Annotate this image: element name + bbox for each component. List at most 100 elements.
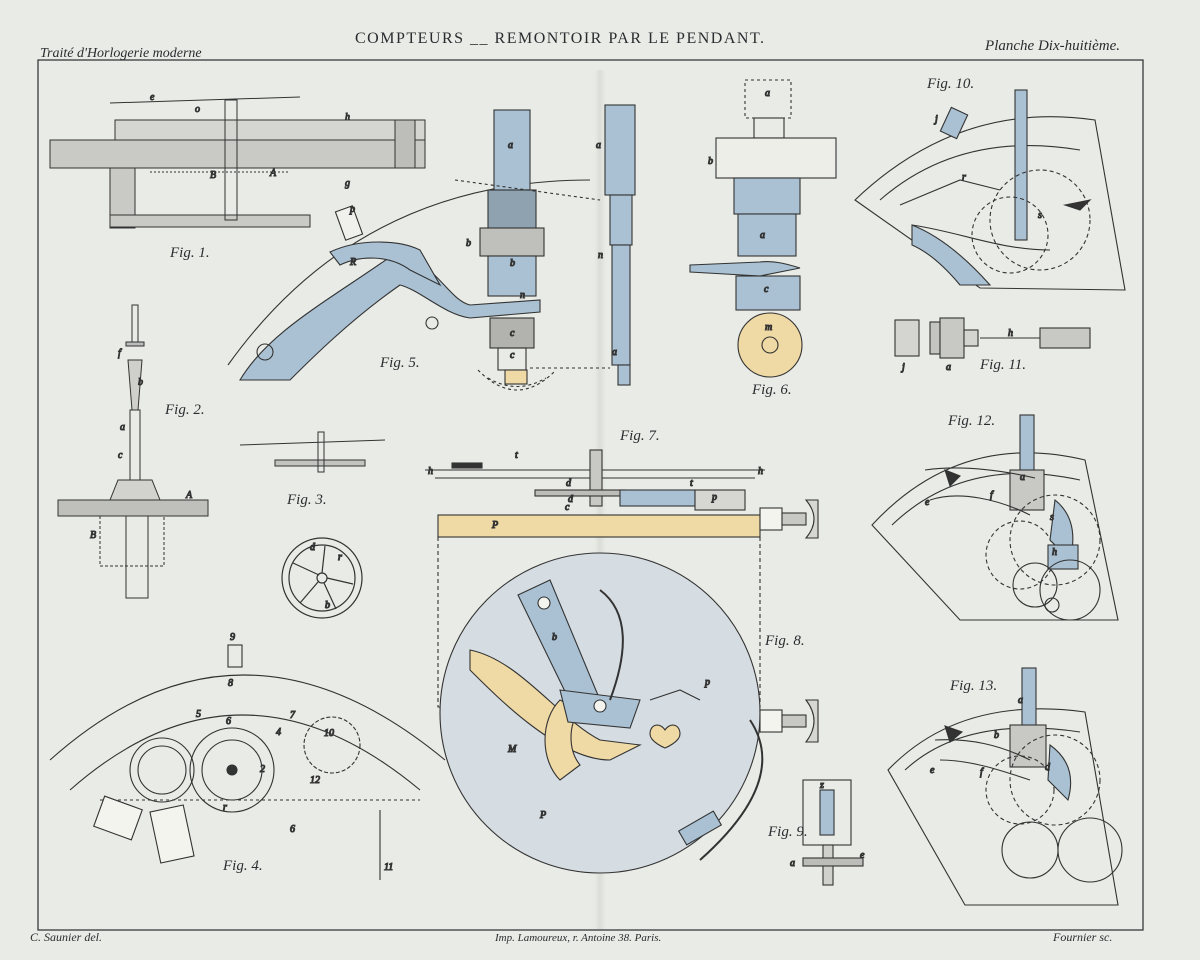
plate-border — [37, 59, 1144, 931]
svg-text:a: a — [1020, 472, 1025, 483]
svg-text:a: a — [508, 140, 513, 151]
fig2-label: Fig. 2. — [165, 402, 205, 418]
svg-text:b: b — [510, 258, 515, 269]
svg-text:d: d — [566, 478, 572, 489]
svg-text:o: o — [195, 104, 200, 115]
fig6-drawing: ab ac m — [689, 79, 837, 378]
svg-text:8: 8 — [228, 678, 233, 689]
svg-text:r: r — [962, 172, 966, 183]
fig5-drawing: ab bn cc Rp — [227, 109, 591, 391]
svg-text:b: b — [466, 238, 471, 249]
svg-text:M: M — [507, 744, 517, 755]
fig10-label: Fig. 10. — [927, 76, 975, 92]
svg-text:e: e — [925, 497, 930, 508]
svg-text:f: f — [118, 348, 122, 359]
svg-text:z: z — [819, 780, 824, 791]
svg-text:h: h — [1052, 547, 1057, 558]
svg-text:p: p — [349, 204, 355, 215]
treatise-title: Traité d'Horlogerie moderne — [40, 46, 202, 61]
svg-text:b: b — [552, 632, 557, 643]
svg-text:s: s — [1050, 512, 1054, 523]
credit-draughtsman: C. Saunier del. — [30, 930, 102, 944]
svg-text:b: b — [994, 730, 999, 741]
fig10-drawing: j r s — [854, 89, 1126, 291]
svg-text:r: r — [338, 552, 342, 563]
svg-text:g: g — [345, 178, 350, 189]
svg-text:c: c — [565, 502, 570, 513]
svg-text:j: j — [900, 362, 905, 373]
svg-text:P: P — [539, 810, 546, 821]
fig7-drawing: ht hd dc tp P — [425, 449, 819, 539]
svg-text:7: 7 — [290, 710, 296, 721]
fig1-drawing: e o hB Ag — [49, 92, 426, 229]
svg-text:c: c — [118, 450, 123, 461]
svg-text:a: a — [612, 347, 617, 358]
svg-text:d: d — [1045, 762, 1051, 773]
svg-text:a: a — [765, 88, 770, 99]
fig1-label: Fig. 1. — [170, 245, 210, 261]
svg-text:9: 9 — [230, 632, 235, 643]
svg-text:b: b — [325, 600, 330, 611]
svg-text:n: n — [598, 250, 603, 261]
fig13-label: Fig. 13. — [950, 678, 998, 694]
fig12-label: Fig. 12. — [948, 413, 996, 429]
svg-text:s: s — [1038, 210, 1042, 221]
svg-text:d: d — [310, 542, 316, 553]
fig4-label: Fig. 4. — [223, 858, 263, 874]
fig3-label: Fig. 3. — [287, 492, 327, 508]
svg-text:c: c — [510, 328, 515, 339]
svg-text:A: A — [269, 168, 277, 179]
svg-text:t: t — [515, 450, 518, 461]
svg-text:e: e — [150, 92, 155, 103]
svg-text:P: P — [491, 520, 498, 531]
svg-text:b: b — [138, 377, 143, 388]
svg-text:A: A — [185, 490, 193, 501]
svg-text:b: b — [708, 156, 713, 167]
svg-text:h: h — [428, 466, 433, 477]
svg-text:6: 6 — [226, 716, 231, 727]
fig13-drawing: a b d e f — [887, 667, 1123, 906]
svg-text:t: t — [690, 478, 693, 489]
svg-text:a: a — [596, 140, 601, 151]
plate-title: COMPTEURS __ REMONTOIR PAR LE PENDANT. — [355, 30, 766, 47]
svg-text:n: n — [520, 290, 525, 301]
fig11-drawing: j a h — [894, 317, 1091, 374]
credit-engraver: Fournier sc. — [1053, 930, 1113, 944]
svg-text:p: p — [704, 677, 710, 688]
svg-text:11: 11 — [384, 862, 393, 873]
svg-text:a: a — [120, 422, 125, 433]
svg-text:12: 12 — [310, 775, 320, 786]
fig3b-wheel: d r b — [281, 537, 363, 619]
fig8-label: Fig. 8. — [765, 633, 805, 649]
fig12-drawing: a e f s h — [871, 414, 1119, 621]
fig11-label: Fig. 11. — [980, 357, 1026, 373]
fig9-label: Fig. 9. — [768, 824, 808, 840]
svg-text:p: p — [711, 492, 717, 503]
credit-printer: Imp. Lamoureux, r. Antoine 38. Paris. — [495, 932, 662, 944]
svg-text:f: f — [990, 490, 994, 501]
plate-number: Planche Dix-huitième. — [985, 38, 1120, 54]
svg-text:B: B — [210, 170, 216, 181]
svg-text:6: 6 — [290, 824, 295, 835]
fig6-label: Fig. 6. — [752, 382, 792, 398]
svg-text:h: h — [1008, 328, 1013, 339]
fig2-drawing: f b a c A B — [57, 304, 209, 599]
svg-text:r: r — [223, 802, 227, 813]
svg-text:m: m — [765, 322, 772, 333]
svg-text:f: f — [980, 767, 984, 778]
fig7-label: Fig. 7. — [620, 428, 660, 444]
svg-text:B: B — [90, 530, 96, 541]
svg-text:j: j — [933, 114, 938, 125]
svg-text:4: 4 — [276, 727, 281, 738]
svg-text:a: a — [1018, 695, 1023, 706]
svg-text:h: h — [345, 112, 350, 123]
fig7-shaft: a n a — [454, 104, 636, 386]
svg-text:e: e — [930, 765, 935, 776]
fig5-label: Fig. 5. — [380, 355, 420, 371]
svg-text:e: e — [860, 850, 865, 861]
svg-text:a: a — [946, 362, 951, 373]
svg-text:a: a — [760, 230, 765, 241]
fig9-drawing: za e — [789, 779, 866, 886]
svg-text:10: 10 — [324, 728, 334, 739]
